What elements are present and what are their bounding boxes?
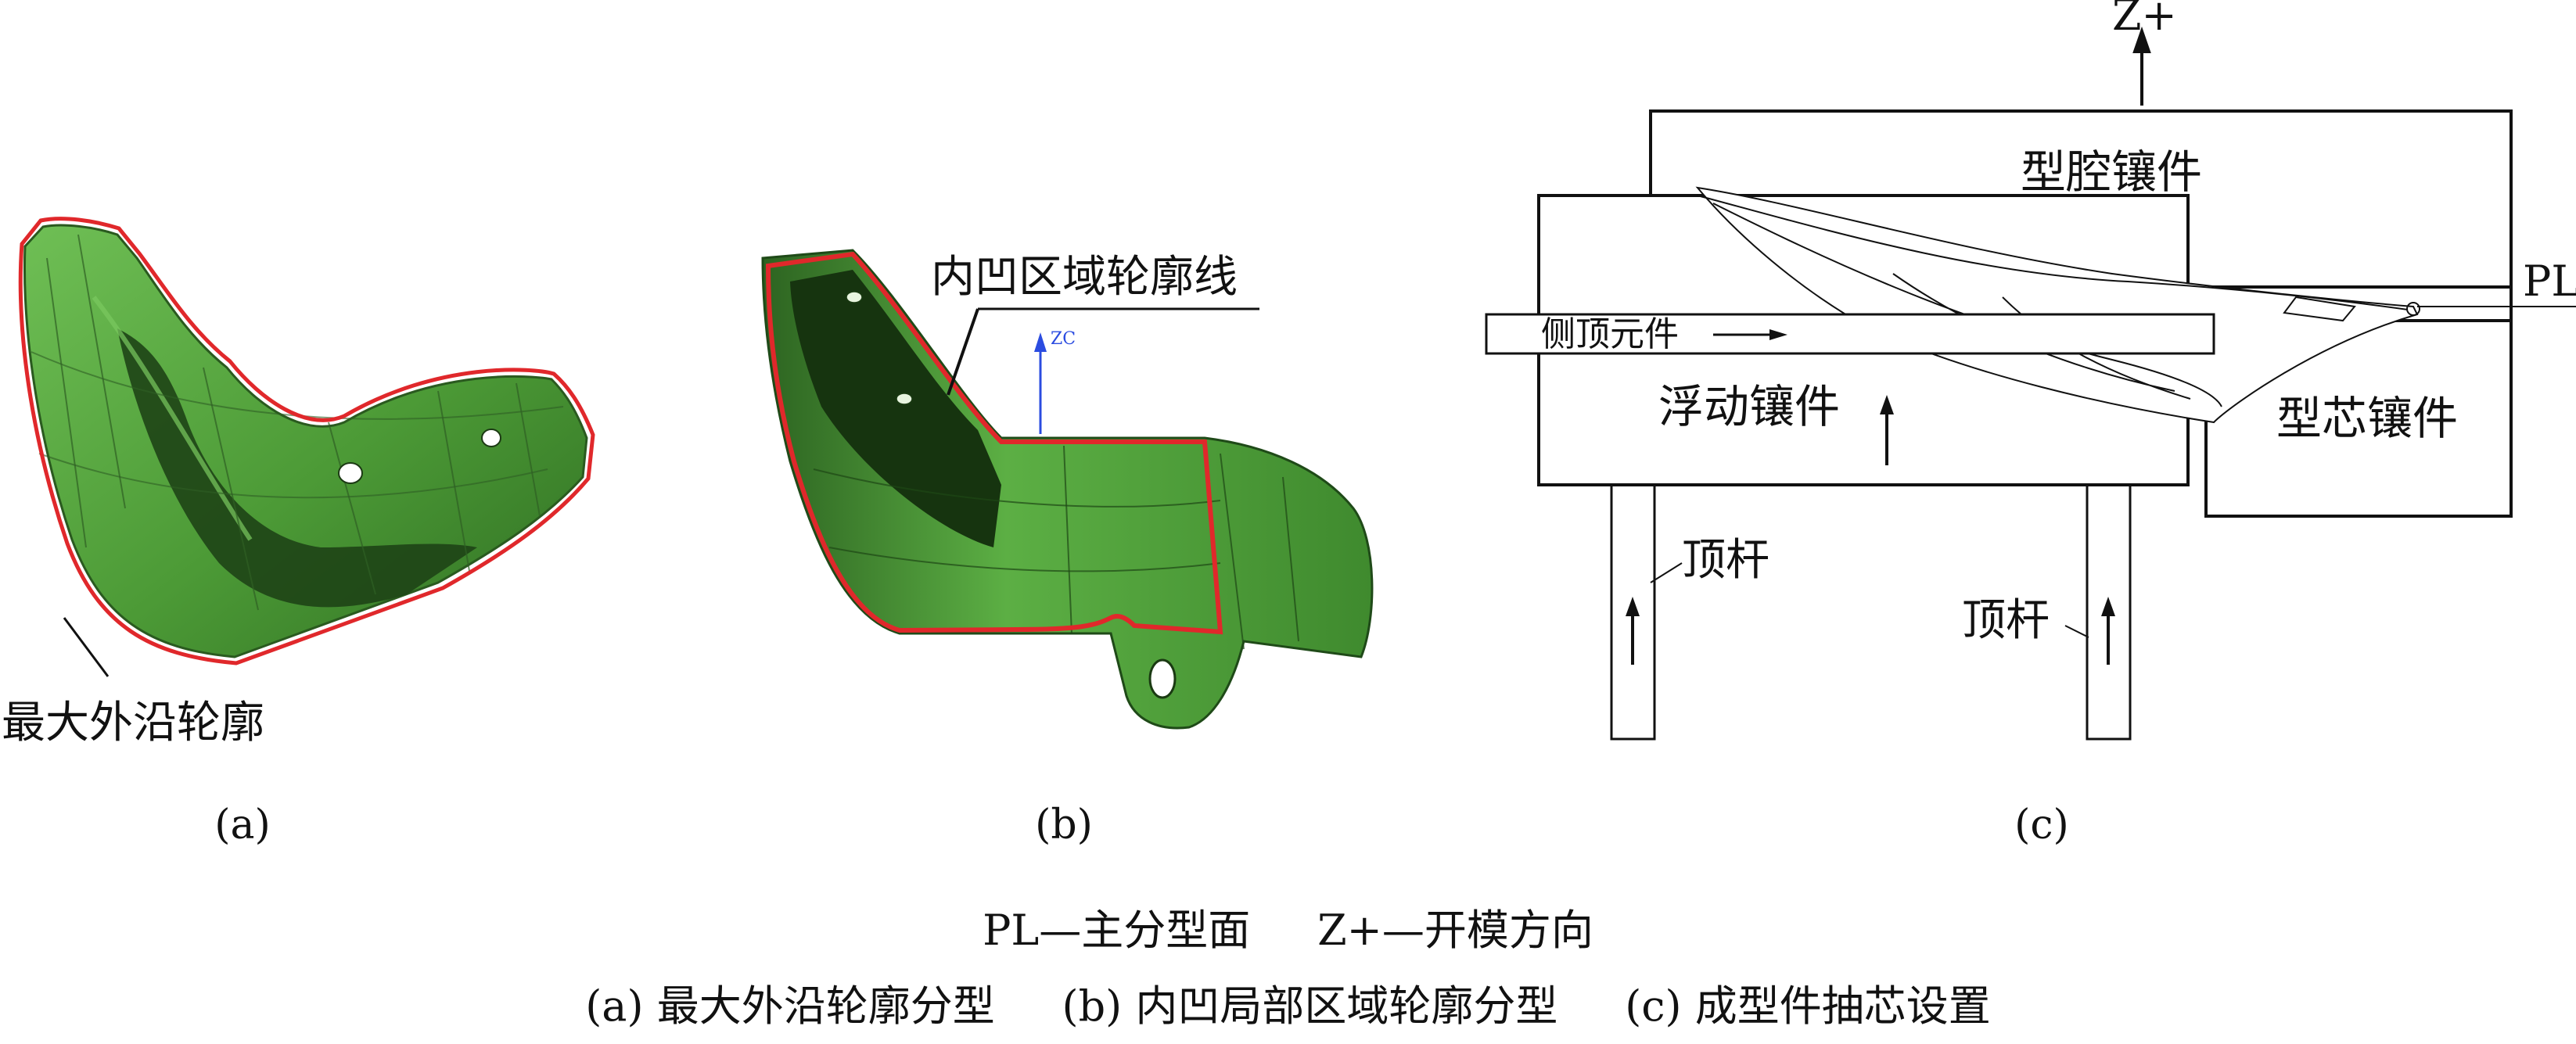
ejector-right-arrow-head — [2101, 597, 2115, 616]
zc-label: ZC — [1051, 329, 1076, 349]
ejector-right-label: 顶杆 — [1962, 595, 2050, 646]
legend-caption: PL—主分型面 Z+—开模方向 — [983, 906, 1593, 955]
annotation-b: 内凹区域轮廓线 — [931, 252, 1238, 303]
ejector-left-label: 顶杆 — [1682, 535, 1769, 586]
part-b-body — [761, 249, 1374, 730]
z-plus-label: Z+ — [2112, 0, 2177, 40]
ejector-pin-right — [2086, 483, 2132, 741]
ejector-left-leader — [1650, 562, 1683, 583]
part-a-body — [23, 224, 588, 658]
outer-contour-a — [18, 217, 595, 666]
side-element — [1485, 313, 2215, 355]
core-insert-label: 型芯镶件 — [2276, 392, 2458, 445]
leader-b — [947, 308, 979, 396]
leader-a — [63, 617, 110, 677]
side-element-arrow-head — [1769, 329, 1787, 340]
panel-a: 最大外沿轮廓 (a) — [2, 217, 595, 848]
ejector-right-leader — [2064, 625, 2089, 638]
annotation-a: 最大外沿轮廓 — [2, 698, 264, 748]
panel-label-b: (b) — [1035, 802, 1093, 848]
ejector-pin-left — [1610, 483, 1656, 741]
cavity-insert-label: 型腔镶件 — [2021, 145, 2202, 199]
floating-arrow-head — [1880, 395, 1894, 414]
side-element-label: 侧顶元件 — [1541, 314, 1679, 354]
concave-contour-b — [765, 251, 1223, 635]
panel-label-c: (c) — [2014, 802, 2069, 848]
ejector-left-arrow-head — [1626, 597, 1640, 616]
panel-c: Z+ PL 侧顶元件 型腔镶件 浮动镶件 型芯镶件 — [1485, 0, 2576, 848]
floating-insert-label: 浮动镶件 — [1658, 380, 1840, 433]
subcaptions: (a) 最大外沿轮廓分型 (b) 内凹局部区域轮廓分型 (c) 成型件抽芯设置 — [585, 981, 1991, 1031]
panel-label-a: (a) — [214, 802, 271, 848]
zc-arrow — [1034, 332, 1047, 352]
panel-b: ZC 内凹区域轮廓线 (b) — [761, 249, 1374, 848]
pl-label: PL — [2523, 257, 2576, 306]
zplus-arrow-head — [2132, 26, 2151, 53]
